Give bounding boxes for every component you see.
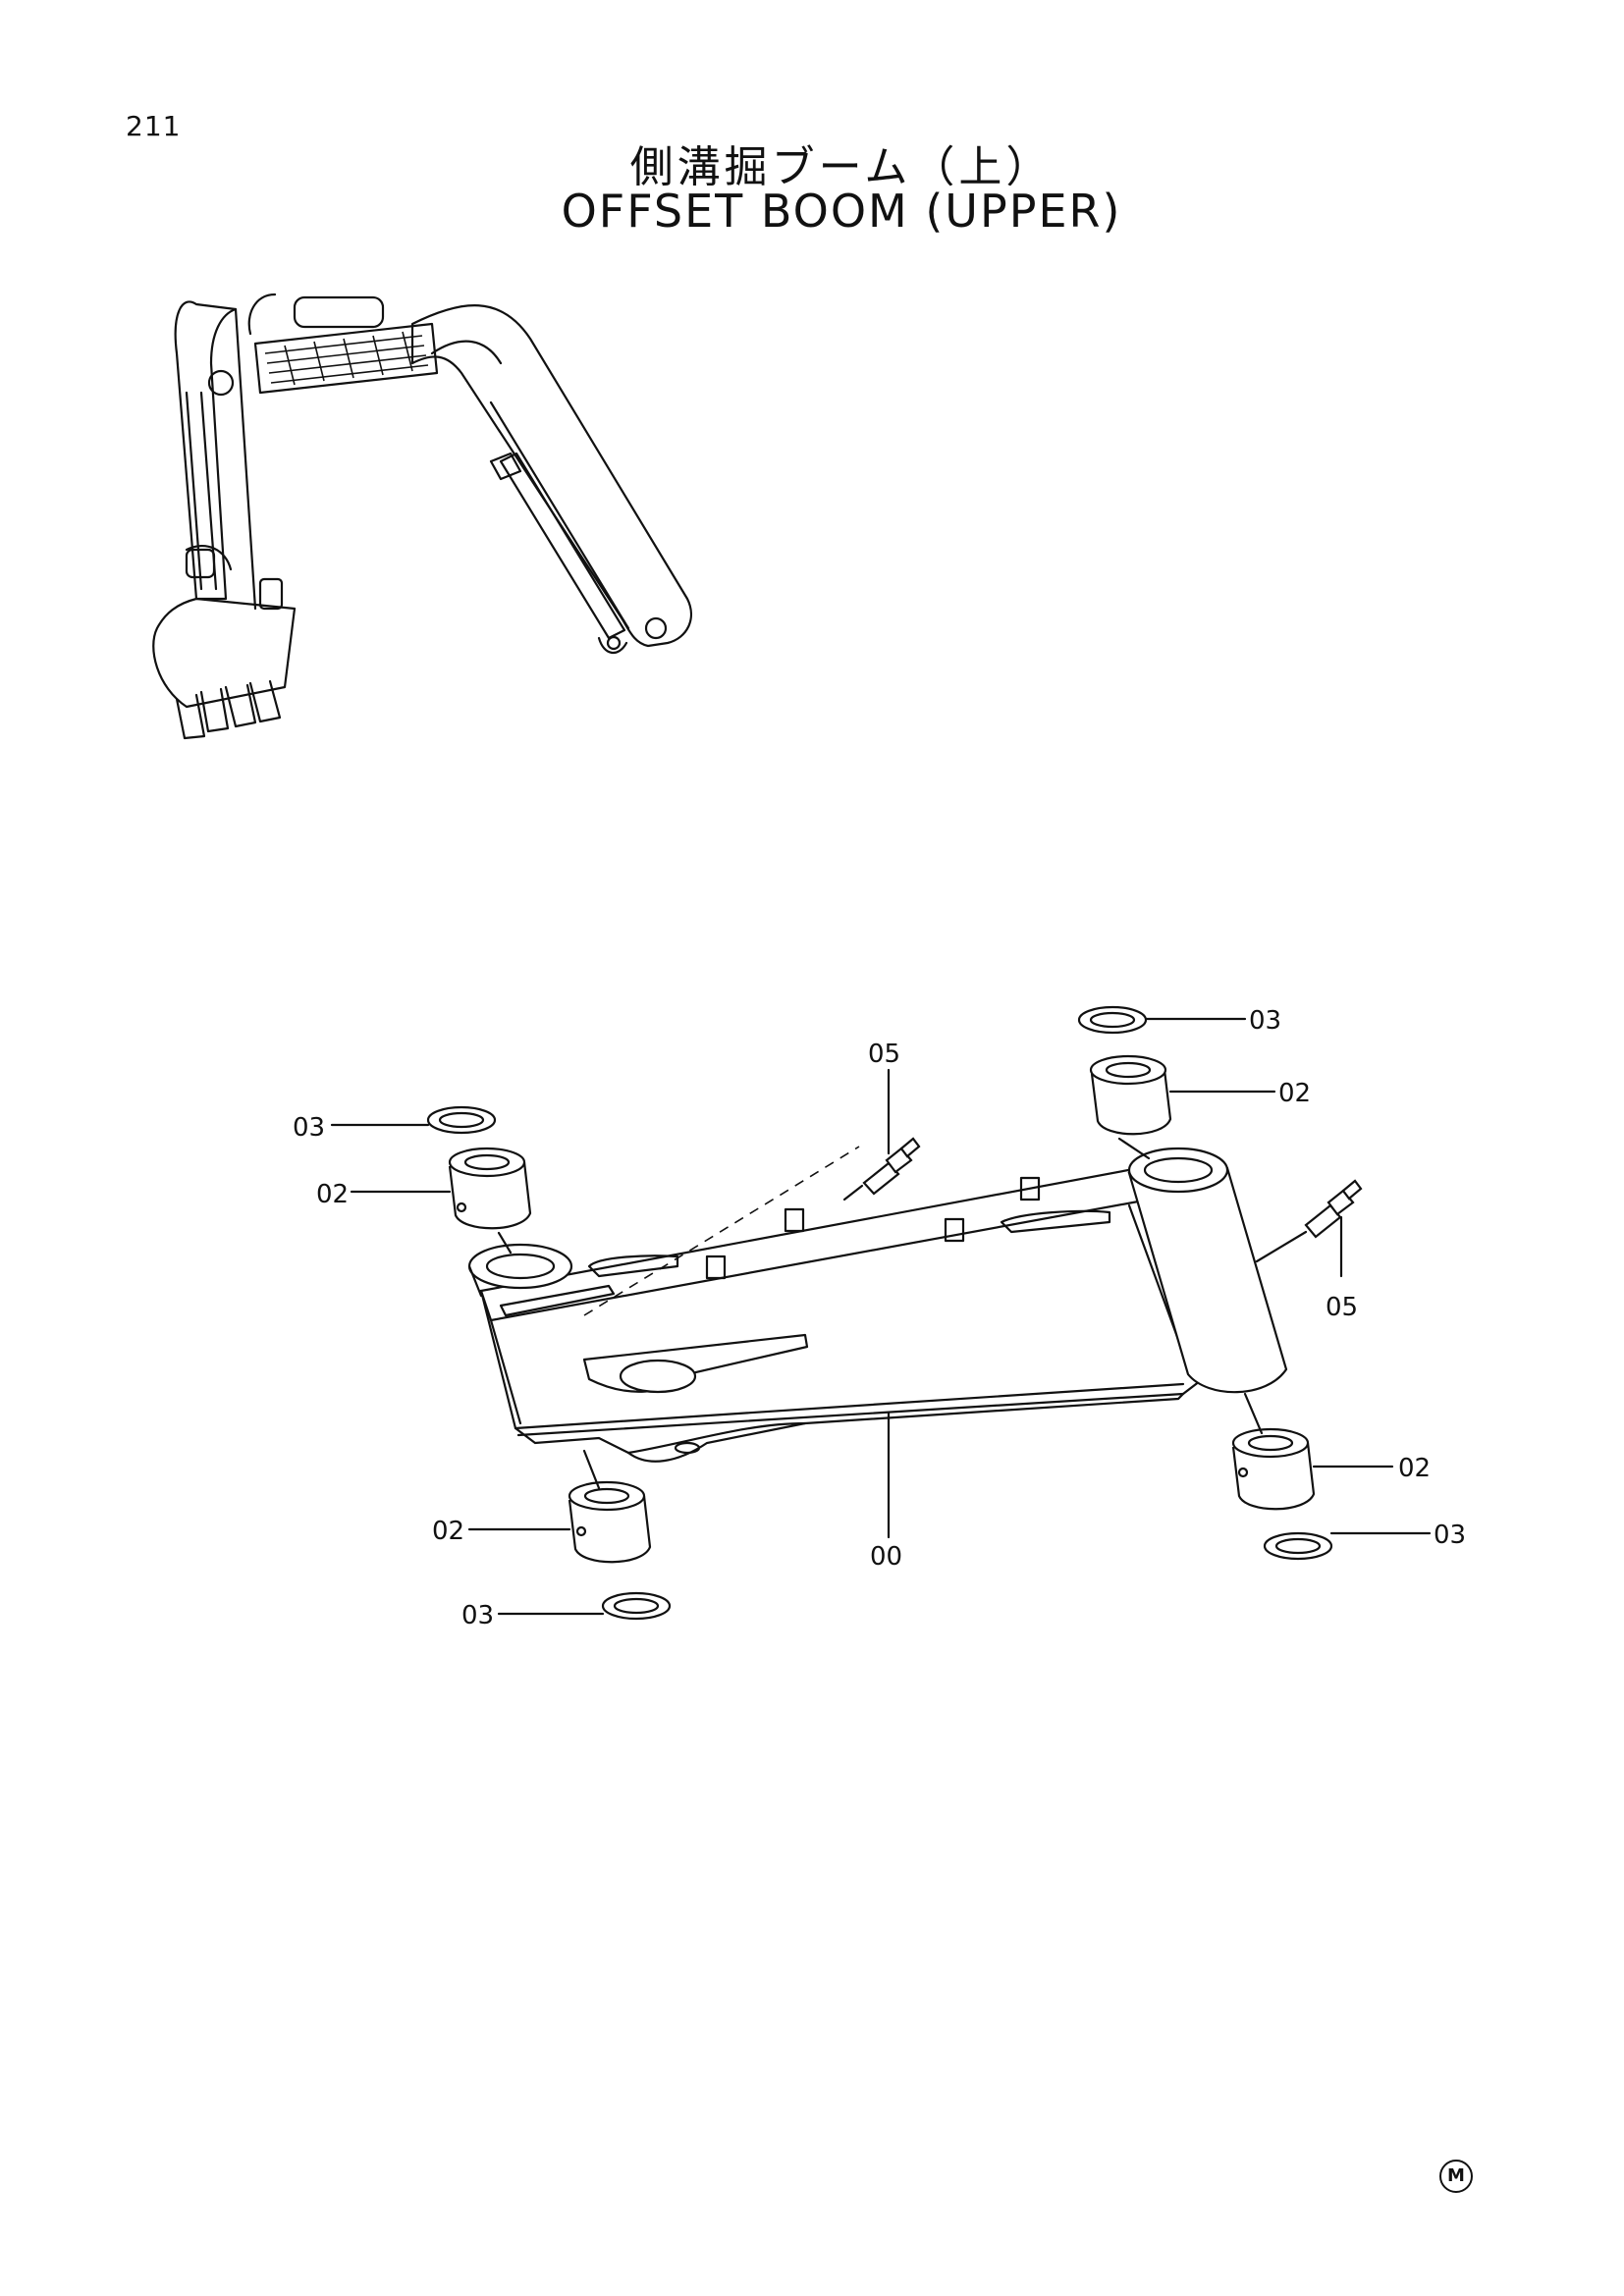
bushing-bottom-right	[1231, 1427, 1316, 1511]
callout-02-bottom-left: 02	[432, 1517, 464, 1546]
bushing-top-right	[1089, 1054, 1172, 1136]
grease-fitting-top	[862, 1137, 921, 1196]
title-english: OFFSET BOOM (UPPER)	[561, 185, 1122, 238]
washer-top-right	[1077, 1005, 1148, 1035]
bushing-bottom-left	[568, 1480, 652, 1564]
bushing-top-left	[448, 1147, 532, 1230]
washer-bottom-left	[601, 1591, 672, 1621]
grease-fitting-right	[1304, 1179, 1363, 1239]
callout-02-top-right: 02	[1278, 1079, 1311, 1108]
washer-top-left	[426, 1105, 497, 1135]
callout-02-bottom-right: 02	[1398, 1454, 1431, 1483]
callout-00-bottom: 00	[870, 1542, 902, 1572]
washer-bottom-right	[1263, 1531, 1333, 1561]
callout-02-top-left: 02	[316, 1180, 349, 1209]
title-japanese: 側溝掘ブーム（上）	[629, 142, 1054, 192]
callout-03-top-right: 03	[1249, 1006, 1281, 1036]
offset-boom-body	[467, 1146, 1288, 1463]
callout-05-top: 05	[868, 1040, 900, 1069]
callout-03-bottom-right: 03	[1434, 1521, 1466, 1550]
circled-m-mark: M	[1439, 2160, 1473, 2193]
callout-05-right: 05	[1326, 1293, 1358, 1322]
callout-03-top-left: 03	[293, 1113, 325, 1143]
page-number: 211	[126, 110, 182, 142]
callout-03-bottom-left: 03	[461, 1601, 494, 1630]
